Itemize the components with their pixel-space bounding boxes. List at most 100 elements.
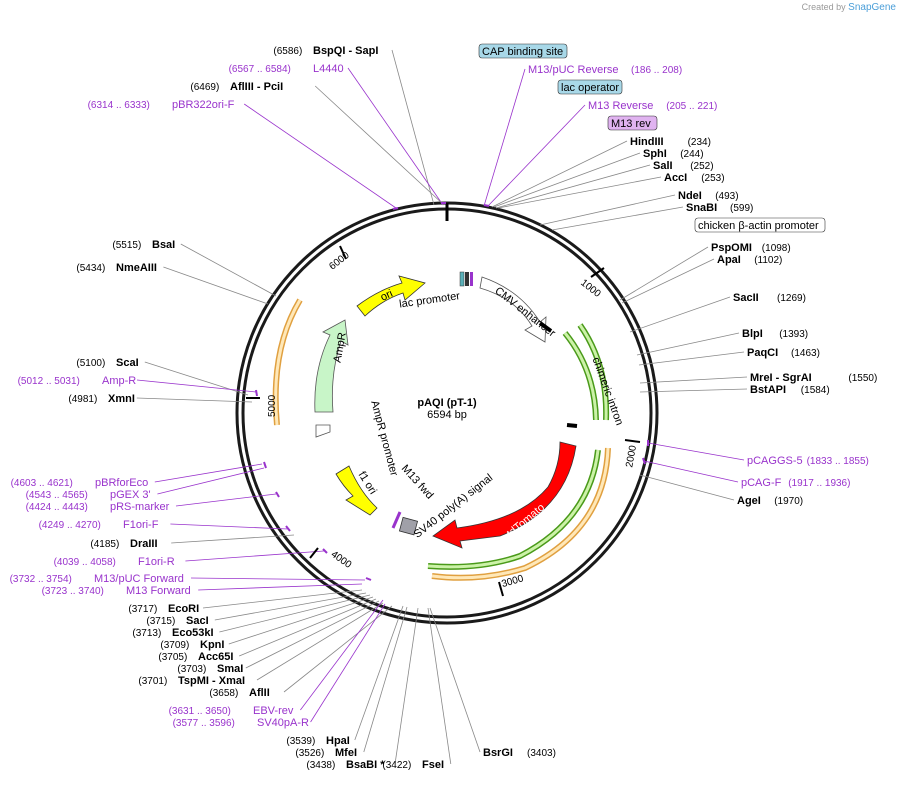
primer-mark-l4440 — [392, 207, 399, 210]
site-xmni[interactable]: (4981)XmnI — [68, 393, 135, 405]
site-name: XmnI — [108, 393, 135, 405]
primer-mark-m13puc-rev — [483, 204, 490, 207]
site-position: (493) — [715, 191, 738, 202]
site-name: pBR322ori-F — [172, 99, 235, 111]
site-acc65i[interactable]: (3705)Acc65I — [158, 651, 233, 663]
m13-rev-mark[interactable] — [470, 272, 473, 286]
primer-f1ori-f[interactable]: (4249 .. 4270)F1ori-F — [39, 519, 159, 531]
site-pspomi[interactable]: (1098)PspOMI — [711, 242, 791, 254]
site-snabi[interactable]: (599)SnaBI — [686, 202, 753, 214]
site-name: AflIII - PciI — [230, 81, 283, 93]
site-smai[interactable]: (3703)SmaI — [177, 663, 243, 675]
ring-tick-2000 — [624, 439, 641, 443]
site-name: NmeAIII — [116, 262, 157, 274]
site-connector-m13-puc-forward — [190, 577, 366, 581]
site-bsai[interactable]: (5515)BsaI — [112, 239, 175, 251]
primer-l4440[interactable]: (6567 .. 6584)L4440 — [229, 63, 344, 75]
site-position: (252) — [690, 161, 713, 172]
site-connector-tspmi — [256, 602, 384, 681]
site-connector-ndei — [539, 194, 676, 226]
site-apai[interactable]: (1102)ApaI — [717, 254, 782, 266]
primer-sv40pa-r[interactable]: (3577 .. 3596)SV40pA-R — [173, 717, 309, 729]
site-connector-fsei — [427, 607, 452, 765]
primer-pbrforeco[interactable]: (4603 .. 4621)pBRforEco — [11, 477, 149, 489]
site-hpai[interactable]: (3539)HpaI — [286, 735, 349, 747]
site-name: M13 Forward — [126, 585, 191, 597]
tdtomato-arrow[interactable] — [432, 441, 577, 549]
site-ndei[interactable]: (493)NdeI — [678, 190, 739, 202]
site-scai[interactable]: (5100)ScaI — [76, 357, 138, 369]
site-bsabi[interactable]: (3438)BsaBI * — [306, 759, 385, 771]
ampr-promoter-arrow[interactable] — [315, 424, 331, 438]
site-sacii[interactable]: (1269)SacII — [733, 292, 806, 304]
primer-m13-puc-forward[interactable]: (3732 .. 3754)M13/pUC Forward — [10, 573, 184, 585]
ampr-arrow[interactable] — [314, 319, 349, 413]
site-connector-prs-marker — [175, 493, 277, 507]
ori-arrow[interactable] — [356, 275, 426, 317]
chicken-beta-actin-promoter-mark[interactable] — [538, 321, 553, 333]
site-name: F1ori-F — [123, 519, 159, 531]
site-ecori[interactable]: (3717)EcoRI — [128, 603, 199, 615]
site-eco53ki[interactable]: (3713)Eco53kI — [132, 627, 213, 639]
site-mrei[interactable]: (1550)MreI - SgrAI — [750, 372, 877, 384]
chicken-beta-actin-label: chicken β-actin promoter — [698, 220, 819, 232]
primer-m13-puc-reverse[interactable]: (186 .. 208)M13/pUC Reverse — [528, 64, 682, 76]
ring-tick-3000 — [498, 581, 504, 597]
site-fsei[interactable]: (3422)FseI — [382, 759, 444, 771]
site-name: F1ori-R — [138, 556, 175, 568]
site-position: (6469) — [190, 82, 219, 93]
chicken-beta-actin-box[interactable] — [694, 217, 826, 233]
primer-ebv-rev[interactable]: (3631 .. 3650)EBV-rev — [169, 705, 294, 717]
site-agei[interactable]: (1970)AgeI — [737, 495, 803, 507]
primer-pcag-f[interactable]: (1917 .. 1936)pCAG-F — [741, 477, 850, 489]
site-acci[interactable]: (253)AccI — [664, 172, 725, 184]
site-kpni[interactable]: (3709)KpnI — [160, 639, 224, 651]
site-position: (3715) — [146, 616, 175, 627]
site-saci[interactable]: (3715) SacI — [146, 615, 208, 627]
site-position: (1269) — [777, 293, 806, 304]
primer-pgex-3-[interactable]: (4543 .. 4565)pGEX 3' — [26, 489, 151, 501]
lac-promoter-mark[interactable] — [465, 272, 469, 286]
lac-operator-box[interactable] — [557, 79, 623, 95]
primer-mark-prs — [275, 491, 280, 498]
primer-amp-r[interactable]: (5012 .. 5031)Amp-R — [18, 375, 137, 387]
site-afliii[interactable]: (6469) AflIII - PciI — [190, 81, 283, 93]
site-blpi[interactable]: (1393)BlpI — [742, 328, 808, 340]
site-bsrgi[interactable]: (3403)BsrGI — [483, 747, 556, 759]
site-aflii[interactable]: (3658)AflII — [209, 687, 269, 699]
site-paqci[interactable]: (1463)PaqCI — [747, 347, 820, 359]
site-position: (3403) — [527, 748, 556, 759]
site-hindiii[interactable]: (234)HindIII — [630, 136, 711, 148]
cap-binding-site-mark[interactable] — [459, 271, 465, 287]
site-draiii[interactable]: (4185)DraIII — [90, 538, 157, 550]
site-name: FseI — [422, 759, 444, 771]
cmv-enhancer-arrow[interactable] — [479, 276, 547, 343]
site-connector-mrei — [639, 376, 748, 384]
site-name: BstAPI — [750, 384, 786, 396]
primer-f1ori-r[interactable]: (4039 .. 4058)F1ori-R — [54, 556, 175, 568]
m13-rev-box[interactable] — [607, 115, 658, 131]
site-name: SalI — [653, 160, 673, 172]
f1-ori-arrow[interactable] — [335, 465, 378, 516]
site-bspqi[interactable]: (6586)BspQI - SapI — [273, 45, 378, 57]
site-name: MreI - SgrAI — [750, 372, 812, 384]
site-mfei[interactable]: (3526)MfeI — [295, 747, 357, 759]
site-nmeaiii[interactable]: (5434)NmeAIII — [76, 262, 157, 274]
site-sphi[interactable]: (244)SphI — [643, 148, 704, 160]
cap-binding-site-box[interactable] — [478, 43, 568, 59]
site-name: SacI — [186, 615, 209, 627]
primer-prs-marker[interactable]: (4424 .. 4443)pRS-marker — [26, 501, 170, 513]
site-sali[interactable]: (252) SalI — [653, 160, 714, 172]
site-tspmi[interactable]: (3701)TspMI - XmaI — [138, 675, 245, 687]
m13-fwd-mark[interactable] — [391, 511, 402, 529]
primer-m13-forward[interactable]: (3723 .. 3740)M13 Forward — [42, 585, 191, 597]
site-name: SmaI — [217, 663, 243, 675]
chimeric-intron-mark[interactable] — [566, 423, 578, 428]
site-labels: (6586)BspQI - SapI (6567 .. 6584)L4440 (64… — [10, 45, 878, 771]
site-name: EBV-rev — [253, 705, 294, 717]
primer-m13-reverse[interactable]: (205 .. 221)M13 Reverse — [588, 100, 717, 112]
sv40-polya-box[interactable] — [398, 516, 419, 536]
site-bstapi[interactable]: (1584)BstAPI — [750, 384, 830, 396]
primer-pcaggs-5[interactable]: (1833 .. 1855)pCAGGS-5 — [747, 455, 869, 467]
primer-pbr322ori-f[interactable]: (6314 .. 6333)pBR322ori-F — [88, 99, 235, 111]
